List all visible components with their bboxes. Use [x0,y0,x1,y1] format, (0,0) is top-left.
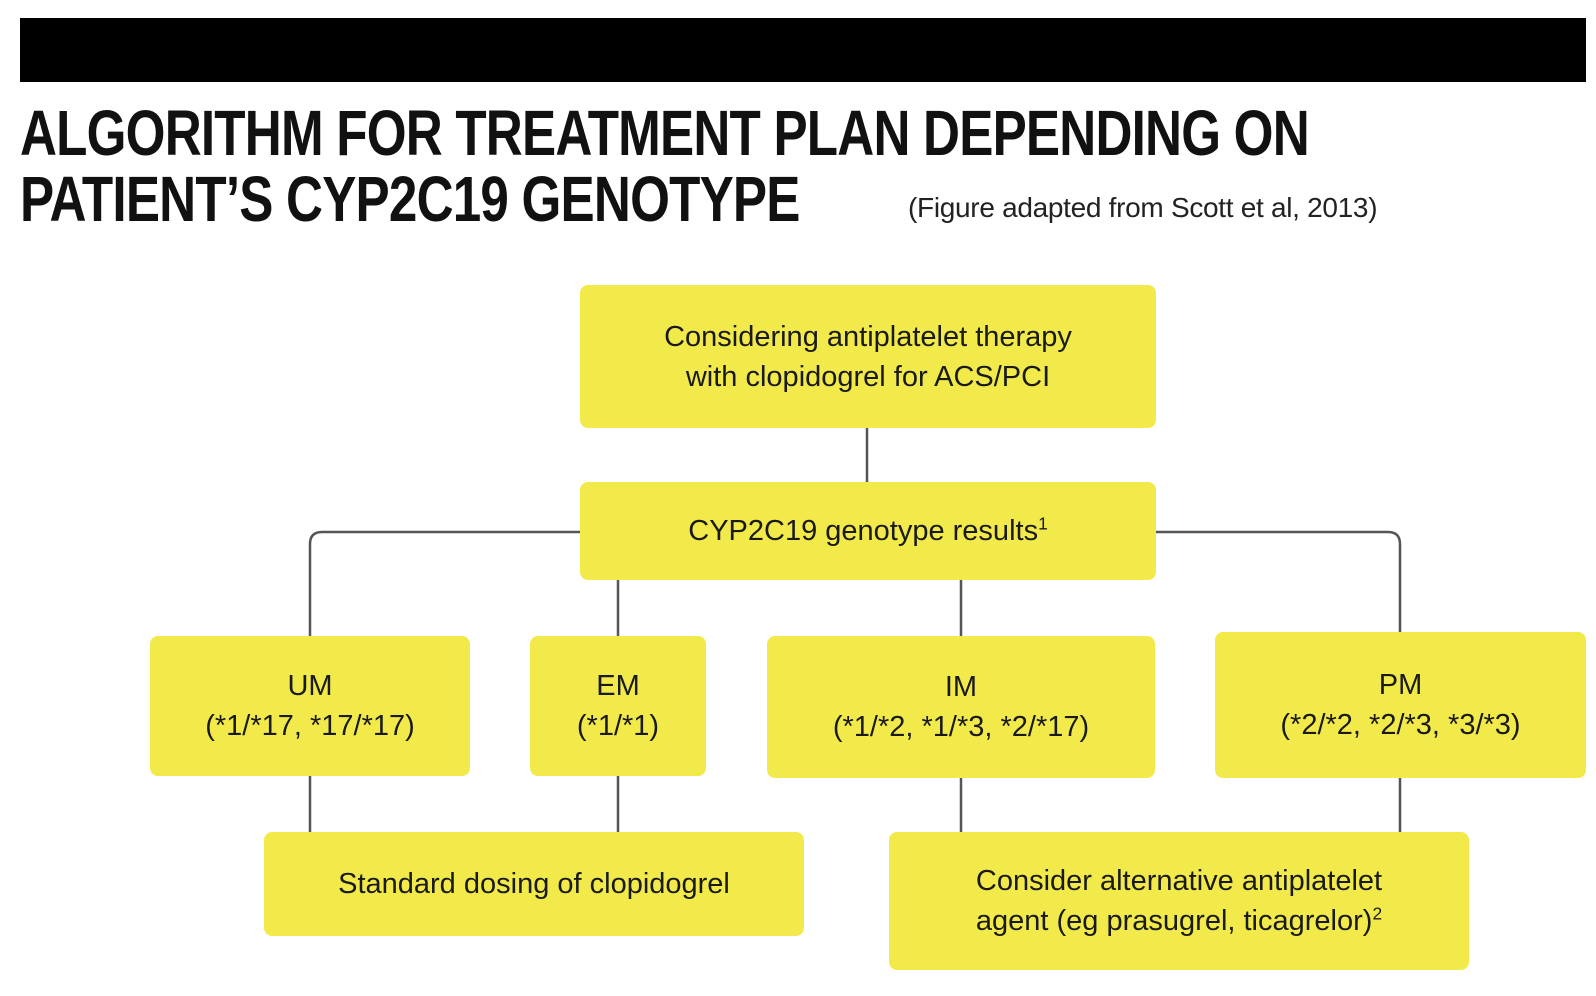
title-line-2: PATIENT’S CYP2C19 GENOTYPE [20,163,800,235]
node-start-text: Considering antiplatelet therapy with cl… [664,320,1072,393]
node-alternative-line-1: Consider alternative antiplatelet [975,865,1383,897]
node-standard-dosing: Standard dosing of clopidogrel [264,832,804,936]
node-genotype-results-text: CYP2C19 genotype results [688,515,1039,547]
node-um-label: UM [287,670,333,702]
node-genotype-results: CYP2C19 genotype results1 [580,482,1156,580]
node-standard-dosing-text: Standard dosing of clopidogrel [338,868,730,900]
page-title: ALGORITHM FOR TREATMENT PLAN DEPENDING O… [20,97,1310,235]
footnote-2: 2 [1372,903,1383,924]
node-alternative-line-2: agent (eg prasugrel, ticagrelor) [975,905,1373,937]
node-start: Considering antiplatelet therapy with cl… [580,285,1156,428]
figure-source: (Figure adapted from Scott et al, 2013) [908,192,1378,223]
node-em-genotypes: (*1/*1) [576,710,660,742]
node-pm-genotypes: (*2/*2, *2/*3, *3/*3) [1280,709,1521,741]
node-im-genotypes: (*1/*2, *1/*3, *2/*17) [832,711,1090,743]
footnote-1: 1 [1038,513,1048,534]
node-im: IM (*1/*2, *1/*3, *2/*17) [767,636,1155,778]
title-line-1: ALGORITHM FOR TREATMENT PLAN DEPENDING O… [20,97,1310,169]
node-um-genotypes: (*1/*17, *17/*17) [205,710,415,742]
header-bar [20,18,1586,82]
connector-results-um [308,530,580,636]
node-um: UM (*1/*17, *17/*17) [150,636,470,776]
node-pm: PM (*2/*2, *2/*3, *3/*3) [1215,632,1586,778]
node-pm-label: PM [1378,669,1423,701]
node-em-label: EM [596,670,640,702]
connector-results-pm [1156,530,1402,632]
node-im-label: IM [944,671,978,703]
node-em: EM (*1/*1) [530,636,706,776]
node-alternative-agent: Consider alternative antiplatelet agent … [889,832,1469,970]
